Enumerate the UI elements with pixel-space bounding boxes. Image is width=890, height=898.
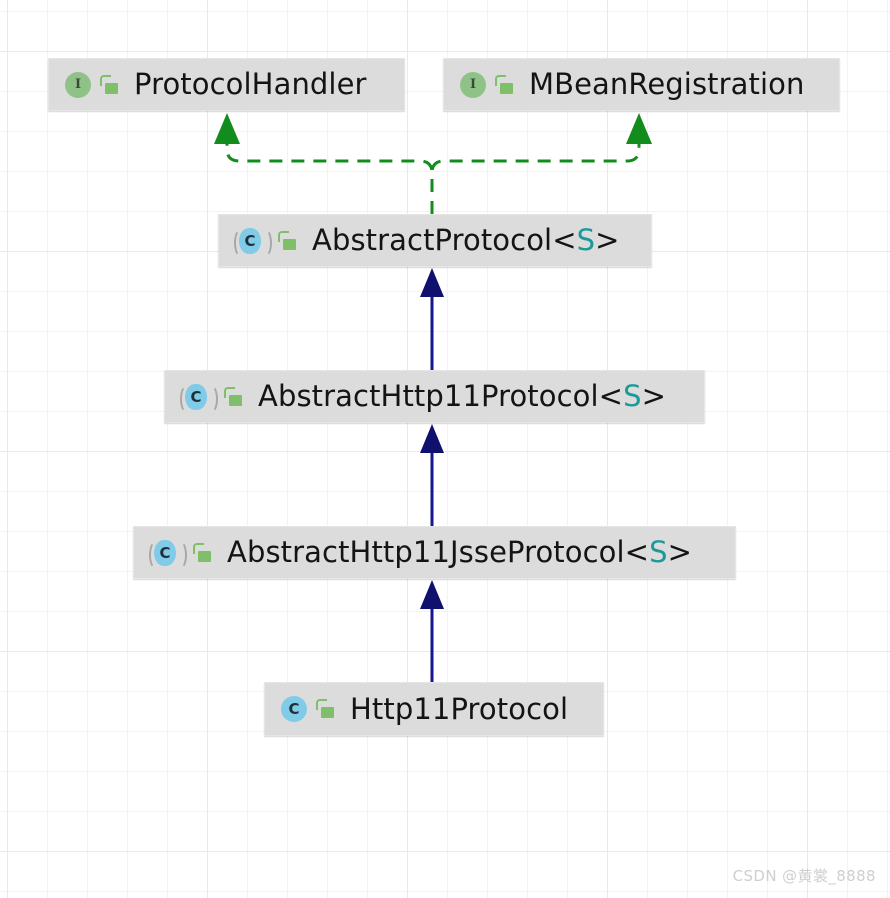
unlocked-padlock-icon — [494, 74, 514, 96]
edge-http11protocol-extends-jsse — [420, 580, 444, 682]
abstract-class-icon: C — [233, 226, 272, 257]
node-icon-group: C — [279, 694, 335, 724]
class-node-label: ProtocolHandler — [134, 67, 367, 101]
class-node-http11-protocol[interactable]: C Http11Protocol — [264, 682, 604, 736]
edge-abstracthttp11-extends-abstractprotocol — [420, 268, 444, 370]
class-node-mbean-registration[interactable]: I MBeanRegistration — [443, 58, 840, 111]
unlocked-padlock-icon — [223, 386, 243, 408]
class-node-protocol-handler[interactable]: I ProtocolHandler — [48, 58, 405, 111]
edge-abstractprotocol-implements-protocolhandler — [214, 113, 434, 214]
class-node-label: Http11Protocol — [350, 691, 569, 726]
class-node-label: AbstractHttp11JsseProtocol<S> — [227, 535, 692, 569]
class-node-abstract-http11-jsse-protocol[interactable]: C AbstractHttp11JsseProtocol<S> — [133, 526, 736, 579]
generic-type-parameter: S — [623, 379, 642, 413]
class-node-label: MBeanRegistration — [529, 67, 805, 101]
class-node-abstract-protocol[interactable]: C AbstractProtocol<S> — [218, 214, 652, 267]
class-node-abstract-http11-protocol[interactable]: C AbstractHttp11Protocol<S> — [164, 370, 705, 423]
edge-jsse-extends-abstracthttp11 — [420, 424, 444, 526]
interface-icon: I — [458, 70, 488, 100]
generic-type-parameter: S — [649, 535, 668, 569]
unlocked-padlock-icon — [315, 698, 335, 720]
node-icon-group: I — [63, 70, 119, 100]
unlocked-padlock-icon — [277, 230, 297, 252]
unlocked-padlock-icon — [99, 74, 119, 96]
generic-type-parameter: S — [576, 223, 596, 257]
node-icon-group: I — [458, 70, 514, 100]
node-icon-group: C — [233, 226, 297, 257]
abstract-class-icon: C — [179, 382, 218, 413]
node-icon-group: C — [179, 382, 243, 413]
watermark: CSDN @黄裳_8888 — [732, 867, 876, 885]
class-icon: C — [279, 694, 309, 724]
class-node-label: AbstractHttp11Protocol<S> — [258, 379, 666, 413]
interface-icon: I — [63, 70, 93, 100]
class-node-label: AbstractProtocol<S> — [312, 223, 620, 257]
unlocked-padlock-icon — [192, 542, 212, 564]
abstract-class-icon: C — [148, 538, 187, 569]
node-icon-group: C — [148, 538, 212, 569]
edge-abstractprotocol-implements-mbeanregistration — [430, 113, 652, 214]
